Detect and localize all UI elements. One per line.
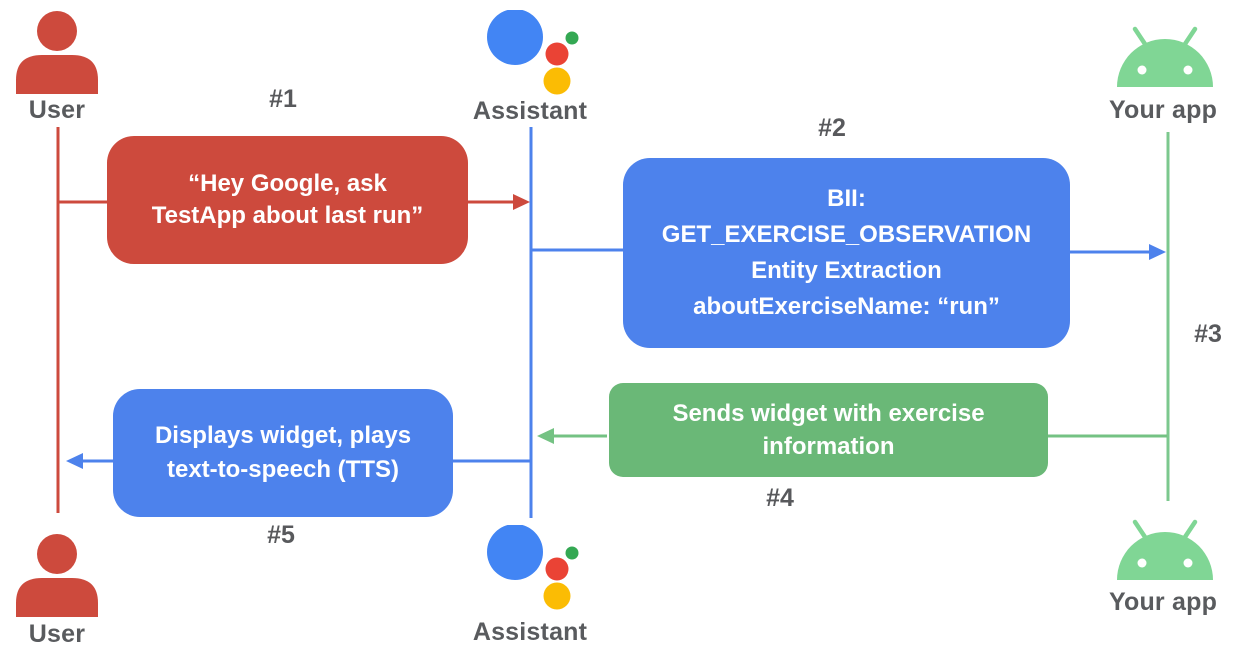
actor-label-yourapp-bottom: Your app: [1108, 588, 1218, 616]
message-box-displays-widget: Displays widget, plays text-to-speech (T…: [113, 389, 453, 517]
step-label-1: #1: [269, 85, 297, 113]
message4-arrowhead-icon: [537, 428, 554, 444]
person-icon-top: [16, 11, 98, 94]
message-box-sends-widget: Sends widget with exercise information: [609, 383, 1048, 477]
android-icon-top: [1117, 26, 1213, 87]
step-label-4: #4: [766, 484, 794, 512]
step-label-3: #3: [1194, 320, 1222, 348]
actor-label-user-bottom: User: [28, 620, 86, 648]
message-line: BII:: [827, 185, 866, 212]
actor-label-assistant-top: Assistant: [472, 97, 588, 125]
message2-arrowhead-icon: [1149, 244, 1166, 260]
message1-arrowhead-icon: [513, 194, 530, 210]
actor-label-assistant-bottom: Assistant: [472, 618, 588, 646]
message-line: Entity Extraction: [751, 257, 942, 284]
message5-arrowhead-icon: [66, 453, 83, 469]
message-box-bii-intent: BII: GET_EXERCISE_OBSERVATION Entity Ext…: [623, 158, 1070, 348]
assistant-logo-icon-top: [487, 10, 579, 95]
step-label-5: #5: [267, 521, 295, 549]
message-line: text-to-speech (TTS): [166, 456, 399, 483]
message-line: aboutExerciseName: “run”: [693, 293, 1000, 320]
android-icon-bottom: [1117, 519, 1213, 580]
actor-label-user-top: User: [28, 96, 86, 124]
person-icon-bottom: [16, 534, 98, 617]
message-line: TestApp about last run”: [151, 202, 424, 229]
assistant-logo-icon-bottom: [487, 525, 579, 610]
message-line: GET_EXERCISE_OBSERVATION: [661, 221, 1032, 248]
message-line: “Hey Google, ask: [188, 170, 387, 197]
message-line: information: [762, 433, 895, 460]
actor-label-yourapp-top: Your app: [1108, 96, 1218, 124]
message-line: Displays widget, plays: [154, 422, 412, 449]
step-label-2: #2: [818, 114, 846, 142]
message-line: Sends widget with exercise: [672, 400, 985, 427]
message-box-user-utterance: “Hey Google, ask TestApp about last run”: [107, 136, 468, 264]
